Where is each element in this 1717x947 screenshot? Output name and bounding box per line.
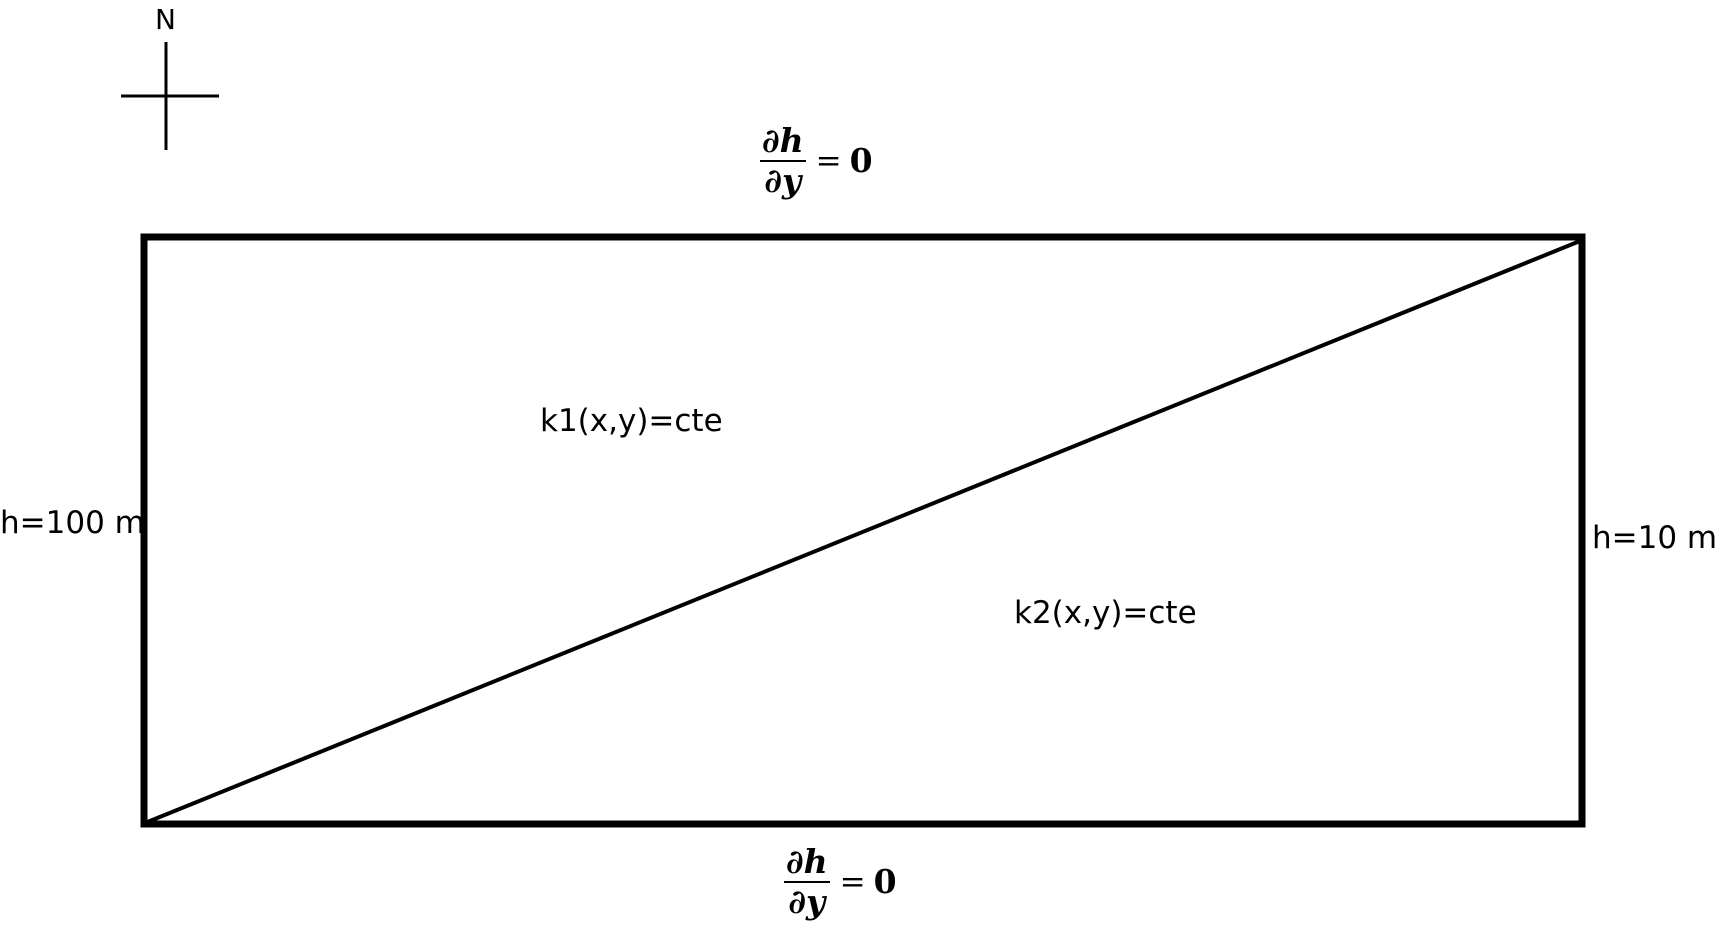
top-bc-denominator: ∂y (764, 160, 802, 200)
bottom-bc-fraction: ∂h ∂y (784, 843, 830, 921)
compass-cross (121, 42, 219, 150)
bottom-bc-denominator: ∂y (788, 881, 826, 921)
bottom-bc-fraction-bar (784, 880, 830, 883)
top-bc-value: 0 (849, 141, 873, 181)
north-label: N (155, 3, 176, 36)
zone-k2-label: k2(x,y)=cte (1014, 595, 1197, 631)
bottom-bc-numerator: ∂h (786, 842, 828, 881)
right-boundary-label: h=10 m (1592, 520, 1717, 556)
top-bc-fraction: ∂h ∂y (760, 122, 806, 200)
top-bc-operator: = (815, 142, 842, 179)
domain-rectangle (140, 233, 1586, 828)
bottom-bc-operator: = (839, 863, 866, 900)
top-boundary-condition: ∂h ∂y = 0 (760, 122, 873, 200)
bottom-bc-value: 0 (873, 862, 897, 902)
top-bc-fraction-bar (760, 159, 806, 162)
zone-diagonal (144, 239, 1581, 825)
zone-k1-label: k1(x,y)=cte (540, 403, 723, 439)
left-boundary-label: h=100 m (0, 505, 145, 541)
top-bc-numerator: ∂h (762, 121, 804, 160)
bottom-boundary-condition: ∂h ∂y = 0 (784, 843, 897, 921)
